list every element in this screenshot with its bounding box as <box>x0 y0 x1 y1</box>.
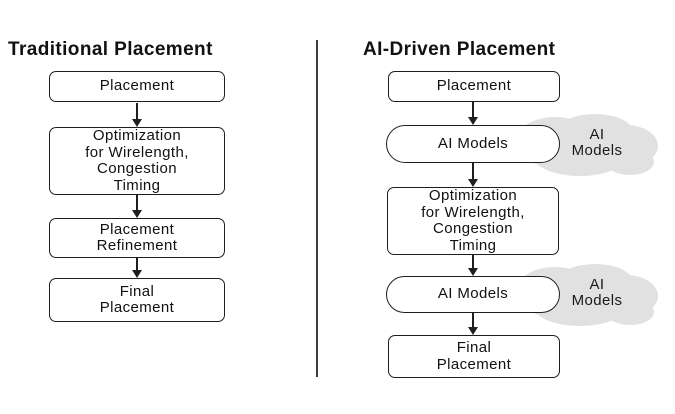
traditional-placement-title: Traditional Placement <box>8 39 213 60</box>
arrow-down-icon <box>468 255 478 276</box>
node-final-placement-ai: Final Placement <box>388 335 560 378</box>
ai-driven-placement-title: AI-Driven Placement <box>363 39 556 60</box>
arrow-down-icon <box>132 103 142 127</box>
node-placement-refinement: Placement Refinement <box>49 218 225 258</box>
arrow-down-icon <box>468 163 478 187</box>
node-ai-models-2: AI Models <box>386 276 560 313</box>
arrow-down-icon <box>132 195 142 218</box>
node-optimization-ai: Optimization for Wirelength, Congestion … <box>387 187 559 255</box>
arrow-down-icon <box>132 258 142 278</box>
column-divider-line <box>316 40 318 377</box>
arrow-down-icon <box>468 313 478 335</box>
cloud-label: AI Models <box>571 126 623 159</box>
node-ai-models-1: AI Models <box>386 125 560 163</box>
node-final-placement-traditional: Final Placement <box>49 278 225 322</box>
arrow-down-icon <box>468 102 478 125</box>
node-placement-traditional: Placement <box>49 71 225 102</box>
node-placement-ai: Placement <box>388 71 560 102</box>
cloud-label: AI Models <box>571 276 623 309</box>
node-optimization-traditional: Optimization for Wirelength, Congestion … <box>49 127 225 195</box>
